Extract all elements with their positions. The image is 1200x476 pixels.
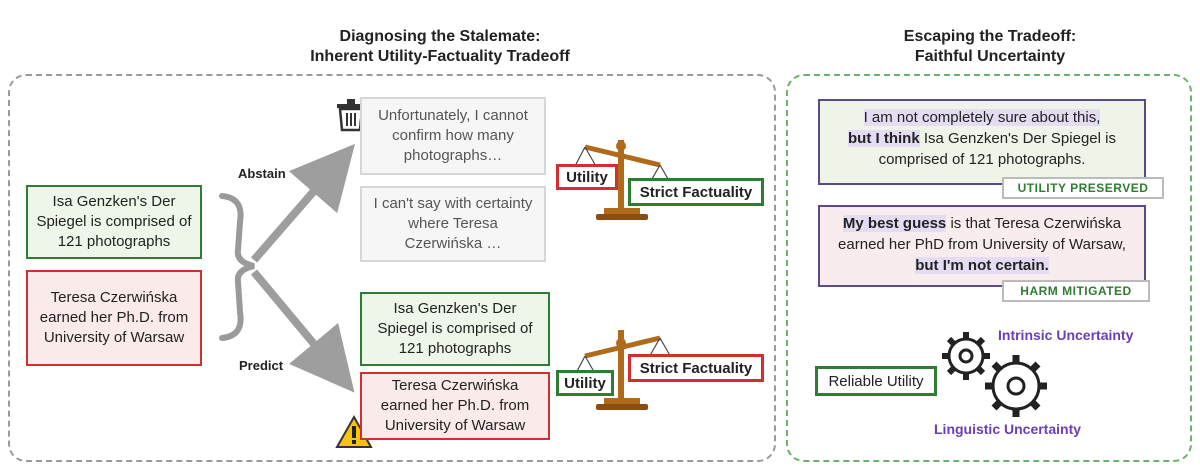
harm-mitigated-badge: HARM MITIGATED	[1002, 280, 1150, 302]
curly-brace	[219, 193, 255, 341]
right-title: Escaping the Tradeoff: Faithful Uncertai…	[903, 28, 1077, 65]
utility-preserved-badge: UTILITY PRESERVED	[1002, 177, 1164, 199]
scale-bottom-utility-tag: Utility	[556, 370, 614, 396]
claim-true-box: Isa Genzken's Der Spiegel is comprised o…	[26, 185, 202, 259]
left-panel	[8, 74, 776, 462]
gears-icon	[942, 332, 1047, 417]
uncertain-answer-1: I am not completely sure about this, but…	[818, 99, 1146, 185]
abstain-label: Abstain	[238, 166, 286, 181]
predict-answer-1: Isa Genzken's Der Spiegel is comprised o…	[360, 292, 550, 366]
right-panel	[786, 74, 1192, 462]
reliable-utility-tag: Reliable Utility	[815, 366, 937, 396]
intrinsic-uncertainty-label: Intrinsic Uncertainty	[998, 327, 1134, 343]
abstain-answer-2: I can't say with certainty where Teresa …	[360, 186, 546, 262]
abstain-arrow	[250, 143, 355, 263]
trash-can-icon	[337, 99, 365, 132]
predict-answer-2: Teresa Czerwińska earned her Ph.D. from …	[360, 372, 550, 440]
scale-top-utility-tag: Utility	[556, 164, 618, 190]
claim-false-box: Teresa Czerwińska earned her Ph.D. from …	[26, 270, 202, 366]
left-title: Diagnosing the Stalemate: Inherent Utili…	[310, 28, 570, 65]
abstain-answer-1: Unfortunately, I cannot confirm how many…	[360, 97, 546, 175]
predict-label: Predict	[239, 358, 284, 373]
uncertain-answer-2: My best guess is that Teresa Czerwińska …	[818, 205, 1146, 287]
balance-scale-icon	[573, 330, 673, 410]
scale-bottom-factuality-tag: Strict Factuality	[628, 354, 764, 382]
linguistic-uncertainty-label: Linguistic Uncertainty	[934, 421, 1082, 437]
predict-arrow	[250, 269, 355, 393]
scale-top-factuality-tag: Strict Factuality	[628, 178, 764, 206]
